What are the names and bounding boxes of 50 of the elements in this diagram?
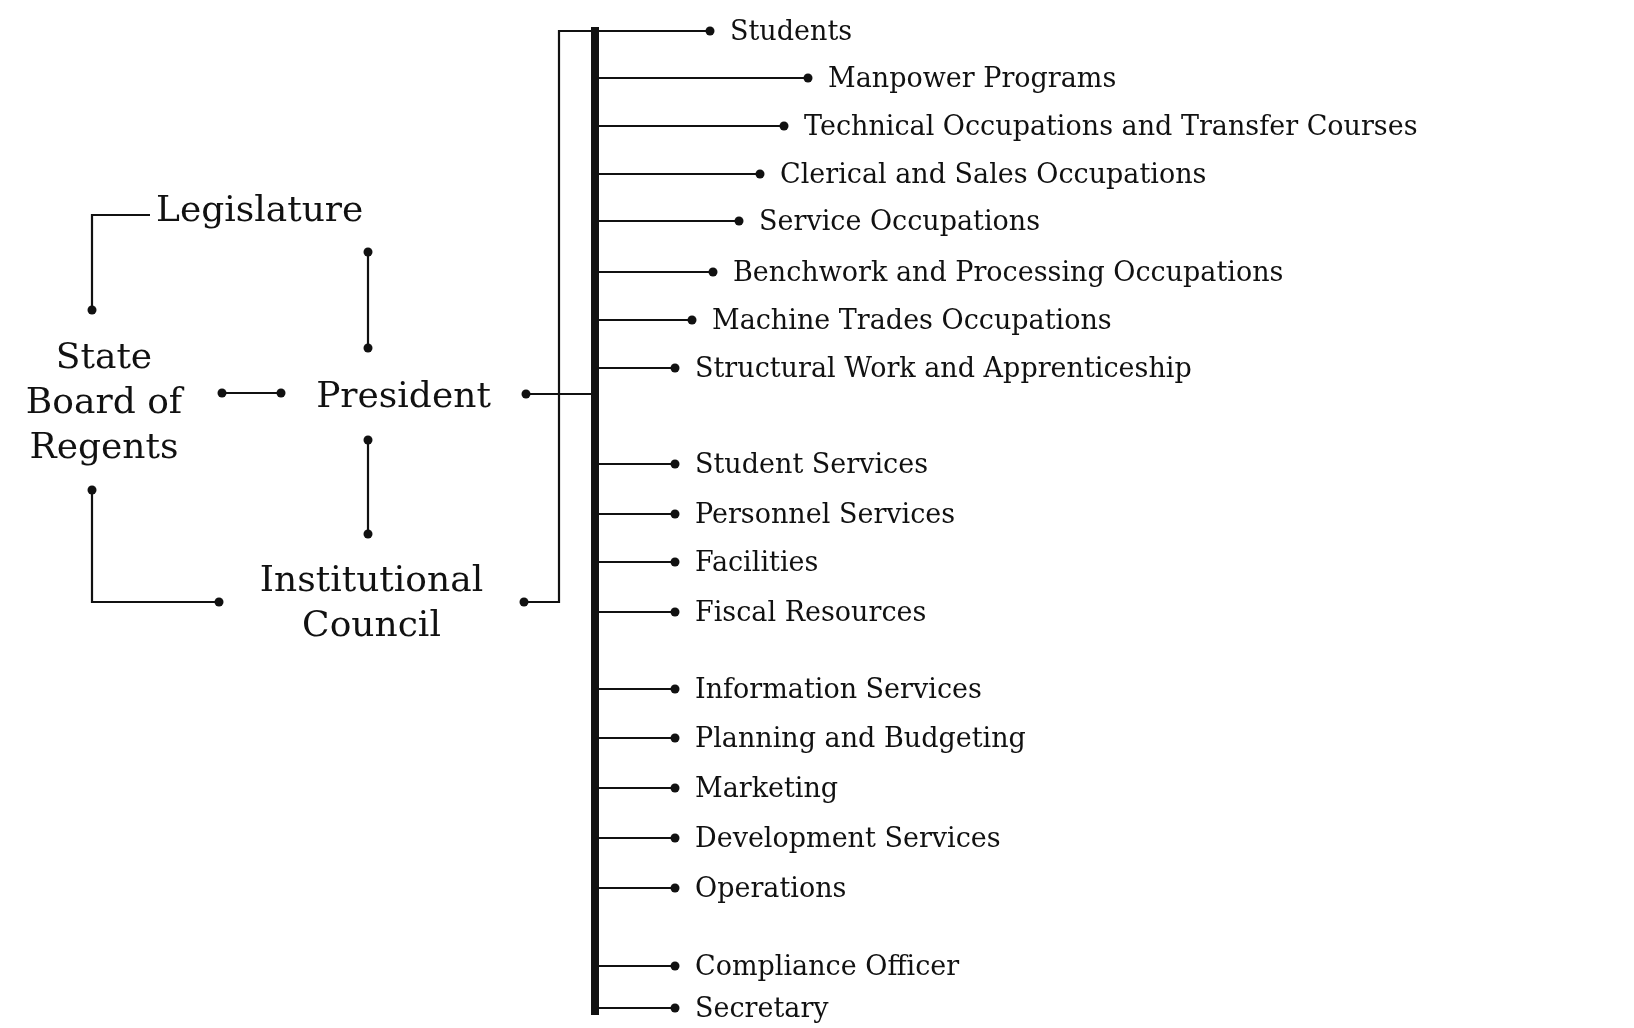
- connector-line: [599, 459, 680, 469]
- connector-line: [87, 485, 224, 607]
- department-label: Personnel Services: [695, 497, 956, 531]
- department-label: Marketing: [695, 771, 839, 805]
- connector-line: [599, 169, 765, 179]
- department-label: Technical Occupations and Transfer Courses: [804, 109, 1418, 143]
- department-label: Students: [730, 14, 853, 48]
- connector-line: [599, 961, 680, 971]
- department-label: Service Occupations: [759, 204, 1041, 238]
- connector-line: [519, 29, 591, 607]
- connector-line: [599, 315, 697, 325]
- connector-line: [599, 557, 680, 567]
- connector-line: [217, 388, 286, 398]
- connector-line: [87, 213, 150, 315]
- connector-line: [599, 363, 680, 373]
- department-label: Fiscal Resources: [695, 595, 927, 629]
- connector-line: [599, 267, 718, 277]
- connector-line: [599, 26, 715, 36]
- connector-line: [599, 883, 680, 893]
- department-label: Student Services: [695, 447, 929, 481]
- connector-line: [599, 833, 680, 843]
- title-label: Institutional Council: [258, 557, 485, 646]
- department-label: Planning and Budgeting: [695, 721, 1026, 755]
- department-label: Benchwork and Processing Occupations: [733, 255, 1284, 289]
- connector-line: [363, 247, 373, 353]
- department-label: Information Services: [695, 672, 982, 706]
- department-label: Clerical and Sales Occupations: [780, 157, 1207, 191]
- connector-line: [599, 684, 680, 694]
- connector-line: [599, 121, 789, 131]
- connector-line: [599, 783, 680, 793]
- title-label: President: [316, 372, 491, 417]
- title-label: Legislature: [156, 187, 364, 231]
- connector-line: [599, 73, 813, 83]
- department-label: Facilities: [695, 545, 819, 579]
- title-label: State Board of Regents: [24, 333, 186, 468]
- connector-line: [521, 389, 591, 399]
- department-label: Secretary: [695, 991, 829, 1025]
- connector-line: [599, 607, 680, 617]
- connector-line: [599, 733, 680, 743]
- department-label: Structural Work and Apprenticeship: [695, 351, 1192, 385]
- department-label: Compliance Officer: [695, 949, 960, 983]
- department-label: Operations: [695, 871, 847, 905]
- connector-line: [599, 509, 680, 519]
- department-label: Manpower Programs: [828, 61, 1117, 95]
- department-label: Development Services: [695, 821, 1001, 855]
- connector-line: [599, 1003, 680, 1013]
- connector-line: [363, 435, 373, 539]
- connector-line: [599, 216, 744, 226]
- trunk-bar: [591, 27, 599, 1015]
- department-label: Machine Trades Occupations: [712, 303, 1112, 337]
